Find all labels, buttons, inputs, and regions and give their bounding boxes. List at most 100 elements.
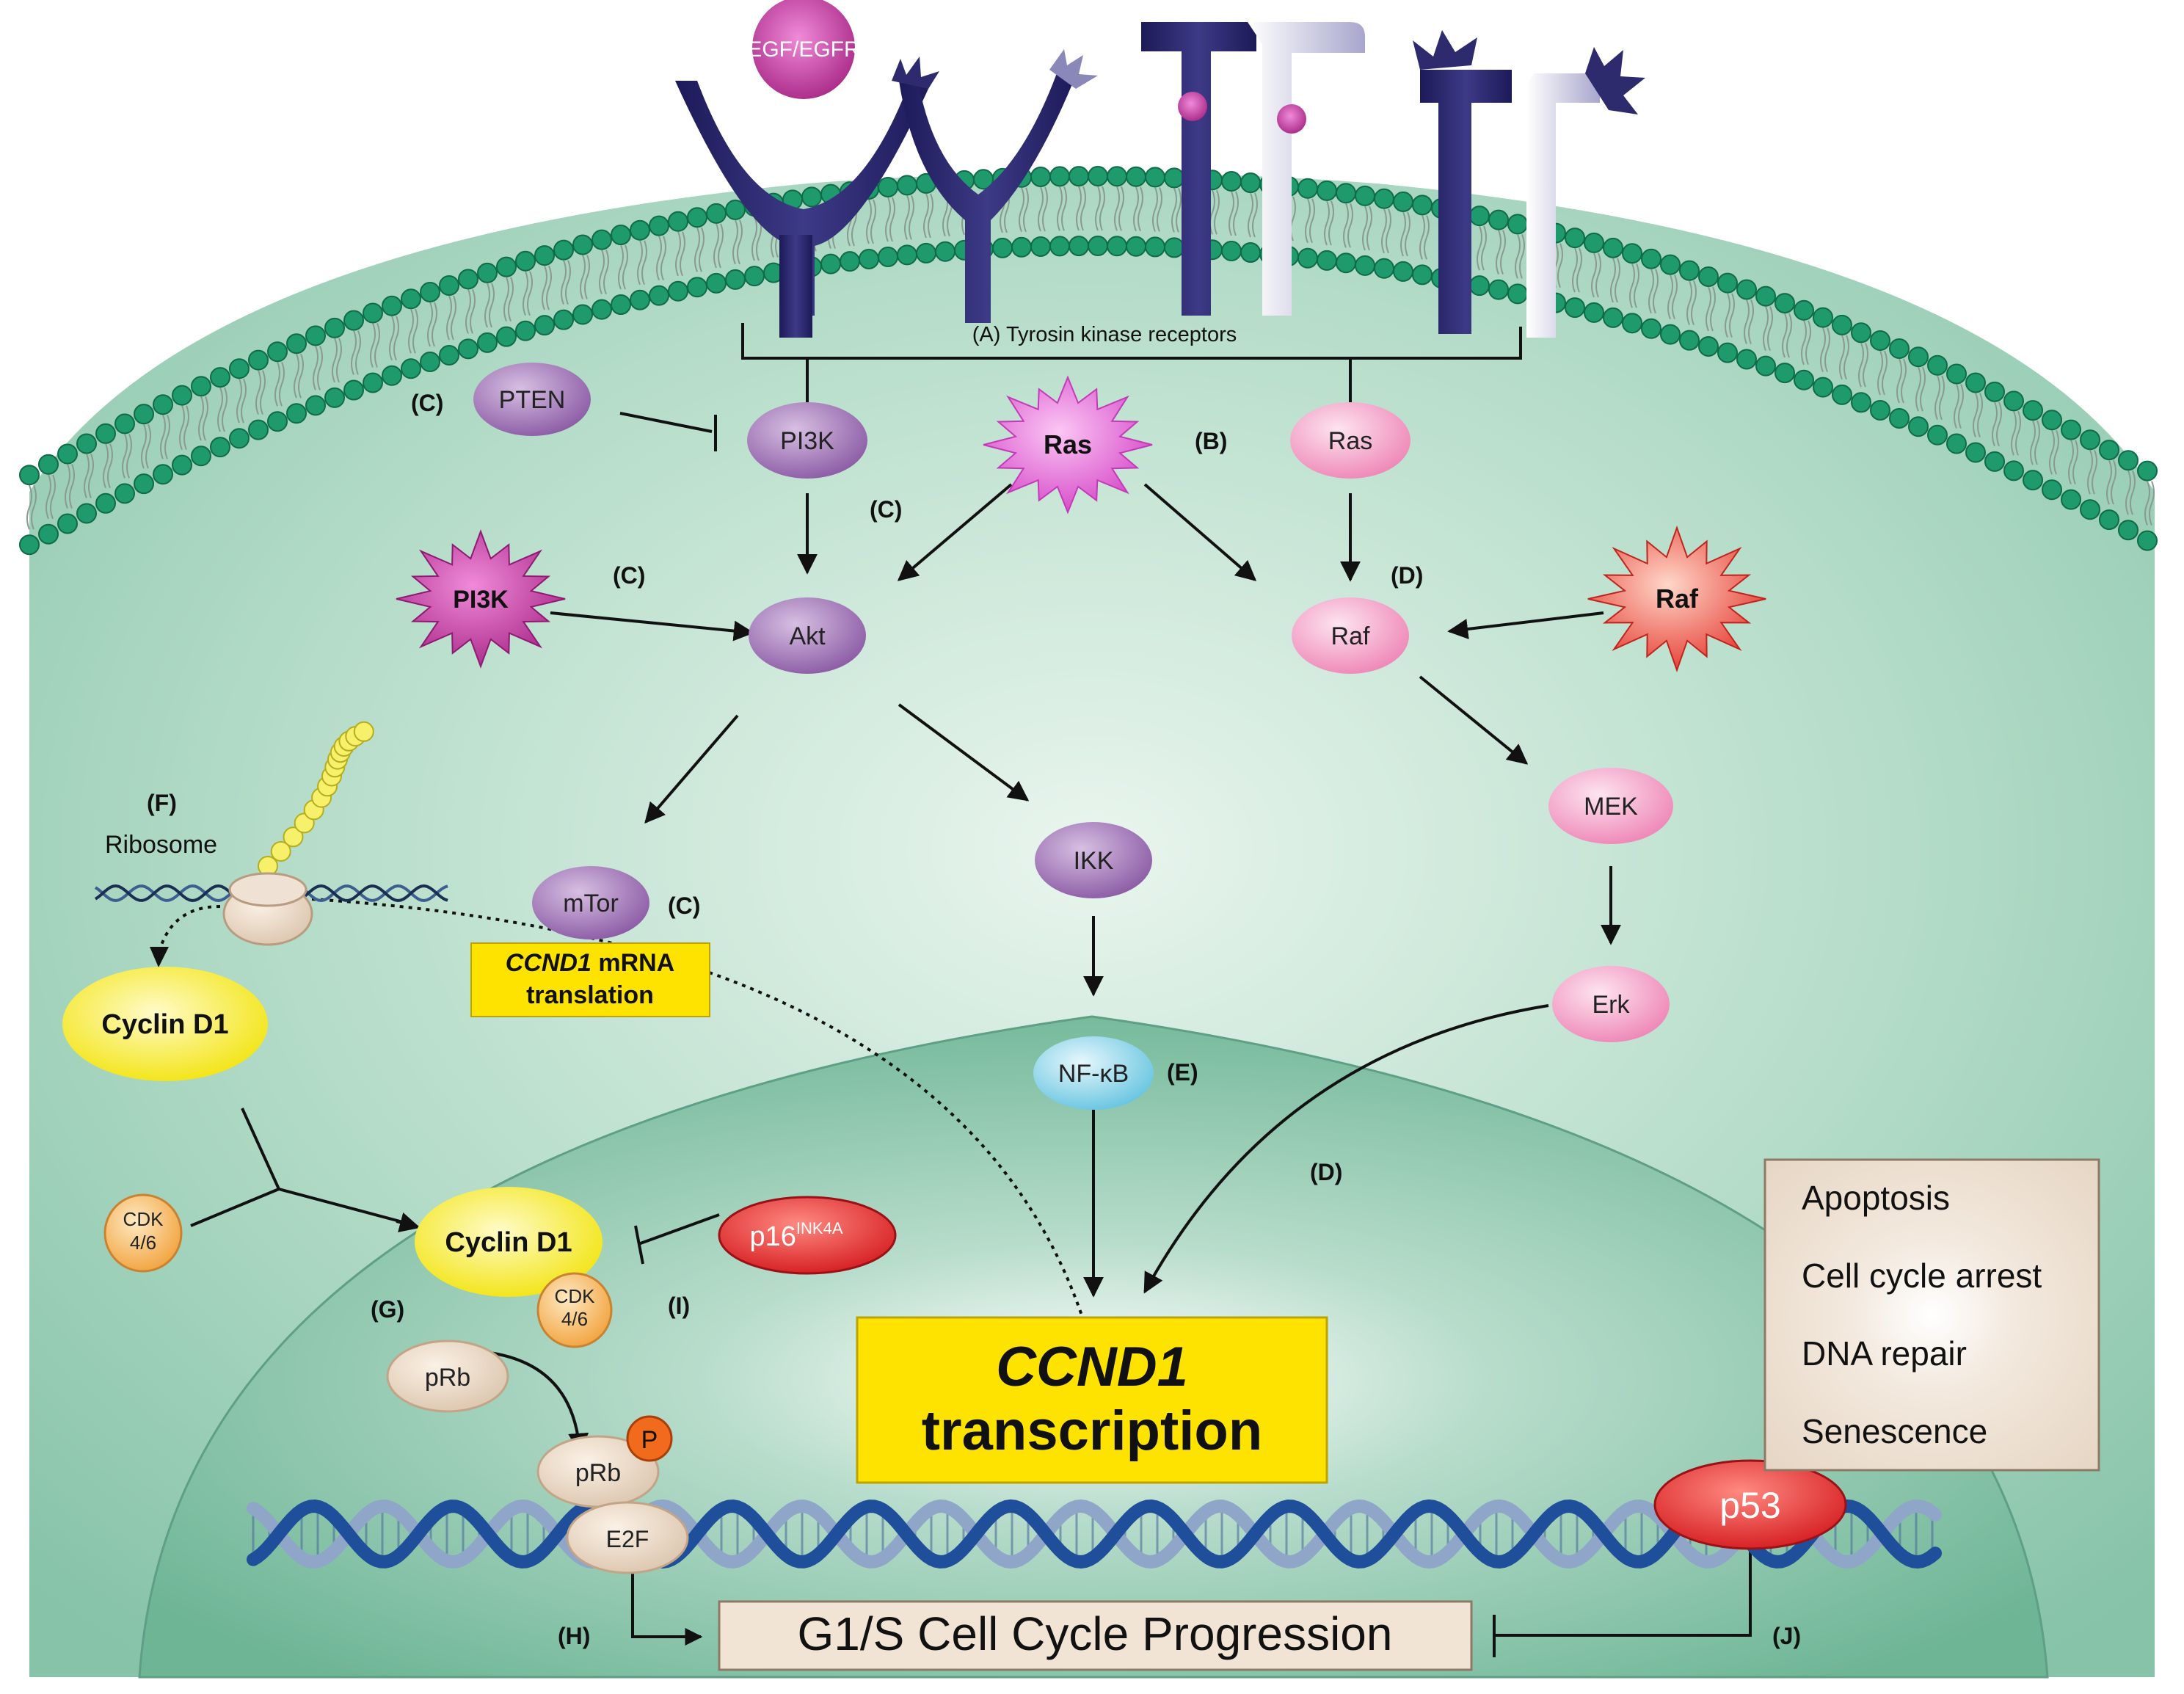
lipid-head	[515, 250, 536, 272]
ribosome-label: Ribosome	[105, 831, 217, 859]
cdk46-bound-line2: 4/6	[561, 1308, 588, 1330]
lipid-head	[1126, 236, 1146, 257]
ligand-ball	[1178, 92, 1207, 121]
raf-mutant-to-raf-arrow	[1447, 611, 1604, 639]
lipid-head	[2042, 410, 2062, 431]
lipid-head	[210, 437, 230, 458]
lipid-head	[687, 207, 707, 228]
lipid-head	[229, 428, 250, 449]
lipid-head	[382, 295, 402, 316]
g1s-progression-box: G1/S Cell Cycle Progression	[718, 1600, 1473, 1671]
prb-phospho-label: pRb	[575, 1459, 621, 1487]
lipid-head	[1355, 255, 1375, 276]
akt-to-mtor-arrow	[644, 714, 739, 824]
mrna-translation-line1: CCND1 mRNA	[506, 949, 674, 977]
lipid-head	[439, 275, 459, 297]
lipid-head	[153, 394, 173, 415]
lipid-head	[630, 289, 650, 310]
lipid-head	[401, 288, 421, 310]
p53-node: p53	[1653, 1459, 1847, 1550]
lipid-head	[458, 269, 478, 290]
ras-node: Ras	[1290, 402, 1410, 479]
lipid-head	[1889, 338, 1910, 359]
lipid-head	[534, 245, 555, 266]
lipid-head	[1507, 283, 1528, 305]
p16-label: p16INK4A	[750, 1219, 843, 1252]
lipid-head	[57, 443, 78, 465]
lipid-head	[1565, 297, 1585, 319]
lipid-head	[439, 345, 459, 366]
lipid-head	[1126, 166, 1146, 187]
lipid-head	[401, 358, 421, 379]
lipid-head	[114, 483, 135, 504]
lipid-head	[1317, 180, 1337, 201]
lipid-head	[592, 299, 612, 320]
cyclin-d1-label: Cyclin D1	[101, 1009, 228, 1040]
lipid-head	[1794, 299, 1814, 321]
letter-c: (C)	[870, 496, 902, 523]
lipid-head	[1011, 236, 1032, 258]
cdk46-line1: CDK	[123, 1208, 164, 1230]
lipid-head	[916, 242, 936, 263]
e2f-label: E2F	[606, 1526, 649, 1552]
lipid-head	[1240, 242, 1261, 263]
lipid-head	[649, 285, 669, 306]
p16-inhibit-bar	[634, 1225, 644, 1265]
lipid-head	[2061, 419, 2081, 440]
lipid-head	[1851, 322, 1871, 343]
lipid-head	[1641, 248, 1661, 269]
lipid-head	[859, 248, 879, 269]
lipid-head	[2003, 460, 2024, 481]
lipid-head	[343, 310, 364, 331]
erk-to-transcription-arrow	[1143, 1004, 1549, 1294]
lipid-head	[1908, 346, 1929, 368]
lipid-head	[820, 253, 841, 275]
lipid-head	[1488, 279, 1509, 300]
letter-b: (B)	[1195, 428, 1227, 454]
lipid-head	[229, 358, 250, 379]
lipid-head	[592, 229, 612, 250]
lipid-head	[1660, 324, 1681, 345]
lipid-head	[1774, 293, 1795, 314]
lipid-head	[1794, 369, 1814, 390]
prb-phospho-node: pRb P	[536, 1415, 673, 1508]
lipid-head	[1393, 191, 1413, 212]
lipid-head	[1927, 355, 1948, 376]
lipid-head	[191, 376, 211, 397]
lipid-head	[1832, 384, 1852, 405]
lipid-head	[210, 367, 230, 388]
lipid-head	[114, 413, 135, 435]
lipid-head	[1088, 236, 1108, 257]
lipid-head	[2080, 499, 2100, 520]
transcription-line2: transcription	[922, 1400, 1263, 1462]
cdk46-line2: 4/6	[130, 1232, 156, 1254]
lipid-head	[1889, 407, 1910, 429]
lipid-head	[76, 433, 97, 454]
lipid-head	[1603, 307, 1623, 328]
outcome-item: Senescence	[1802, 1412, 1987, 1450]
panel-letters: (C) (B) (C) (C) (D) (F) (C) (E) (D) (G) …	[147, 390, 1801, 1649]
lipid-head	[134, 473, 154, 495]
lipid-head	[496, 326, 517, 347]
lipid-head	[1488, 209, 1509, 230]
lipid-head	[630, 219, 650, 241]
raf-mutant-label: Raf	[1656, 584, 1699, 614]
lipid-head	[1469, 275, 1490, 297]
lipid-head	[1965, 372, 1986, 393]
lipid-head	[1946, 363, 1967, 385]
egf-egfr-label: EGF/EGFR	[747, 37, 859, 62]
lipid-head	[420, 282, 440, 303]
cdk46-bound-line1: CDK	[555, 1285, 596, 1307]
lipid-head	[1946, 433, 1967, 454]
lipid-head	[1870, 330, 1890, 352]
lipid-head	[1336, 252, 1356, 274]
raf-label: Raf	[1331, 622, 1370, 650]
pi3k-node: PI3K	[747, 402, 867, 479]
ligand-ball	[1277, 104, 1306, 134]
lipid-head	[2023, 470, 2043, 491]
lipid-head	[2042, 479, 2062, 501]
lipid-head	[1049, 166, 1070, 187]
lipid-head	[95, 423, 116, 444]
ras-to-raf-arrow	[1143, 483, 1257, 581]
